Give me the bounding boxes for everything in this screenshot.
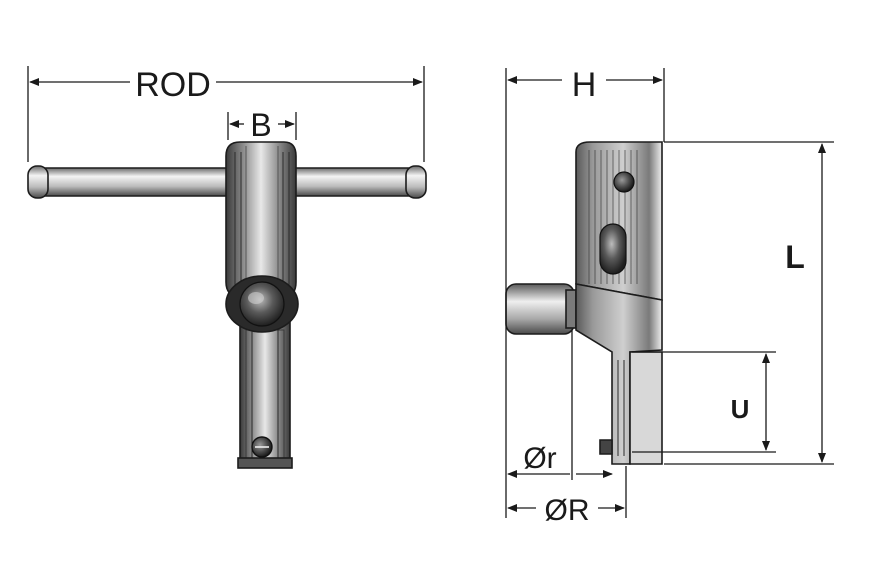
front-view <box>27 141 427 469</box>
knurled-handle <box>225 141 297 299</box>
dim-b-label: B <box>250 107 271 143</box>
dimension-labels: ROD B H L U Ør ØR <box>135 66 805 527</box>
knob-icon <box>239 281 285 327</box>
side-screw-icon <box>613 171 635 193</box>
dim-l-label: L <box>785 239 805 275</box>
dim-u-label: U <box>731 394 750 424</box>
side-body <box>575 141 663 465</box>
side-view <box>505 141 663 465</box>
pivot-knob <box>225 275 299 333</box>
dimension-lines <box>27 66 834 518</box>
dim-h-label: H <box>572 66 597 104</box>
dim-big-r-label: ØR <box>545 494 590 527</box>
side-slot-icon <box>599 223 627 275</box>
dim-small-r-label: Ør <box>523 442 556 475</box>
dim-rod-label: ROD <box>135 66 211 104</box>
side-pin <box>505 283 577 335</box>
lower-arm <box>237 299 293 469</box>
